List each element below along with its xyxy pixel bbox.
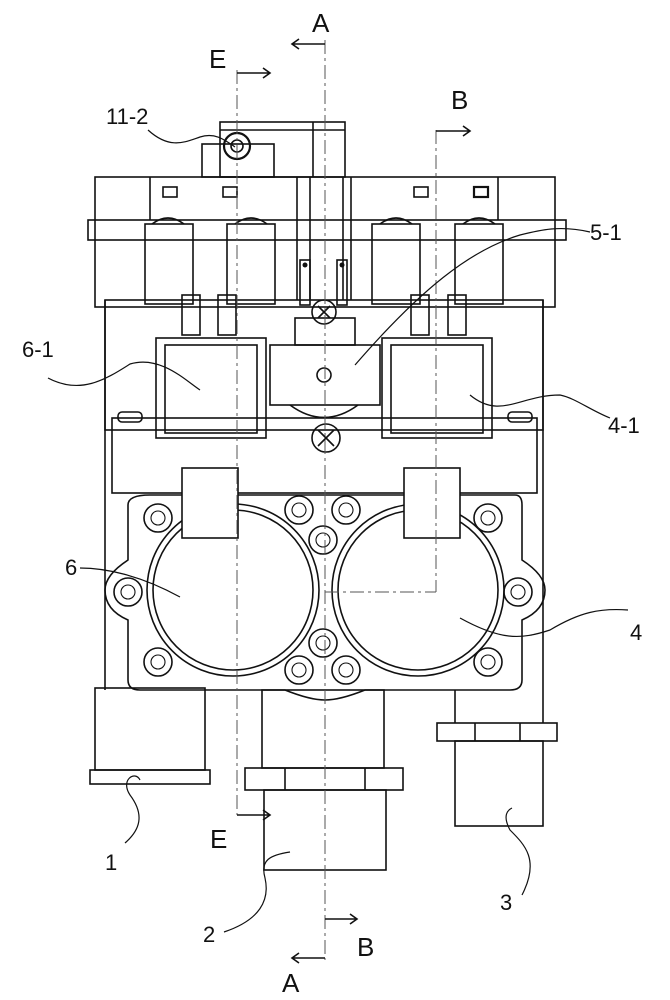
labels: A A B B E E 11-2 5-1 6-1 4-1 6 4 1 2 3 [22, 8, 642, 998]
label-e-top: E [209, 44, 226, 74]
label-b-top: B [451, 85, 468, 115]
label-3: 3 [500, 890, 512, 915]
section-lines [236, 38, 472, 964]
label-b-bottom: B [357, 932, 374, 962]
label-e-bottom: E [210, 824, 227, 854]
label-2: 2 [203, 922, 215, 947]
ports [89, 687, 558, 871]
label-5-1: 5-1 [590, 220, 622, 245]
label-a-bottom: A [282, 968, 300, 998]
port-3 [454, 740, 544, 827]
port-1 [94, 687, 206, 771]
coil-section [104, 299, 544, 494]
label-6: 6 [65, 555, 77, 580]
leader-lines [47, 129, 629, 933]
label-4: 4 [630, 620, 642, 645]
top-bracket [201, 121, 346, 178]
upper-housing [87, 176, 567, 336]
bolts [113, 495, 533, 685]
label-4-1: 4-1 [608, 413, 640, 438]
label-a-top: A [312, 8, 330, 38]
label-6-1: 6-1 [22, 337, 54, 362]
label-11-2: 11-2 [106, 104, 148, 129]
label-1: 1 [105, 850, 117, 875]
